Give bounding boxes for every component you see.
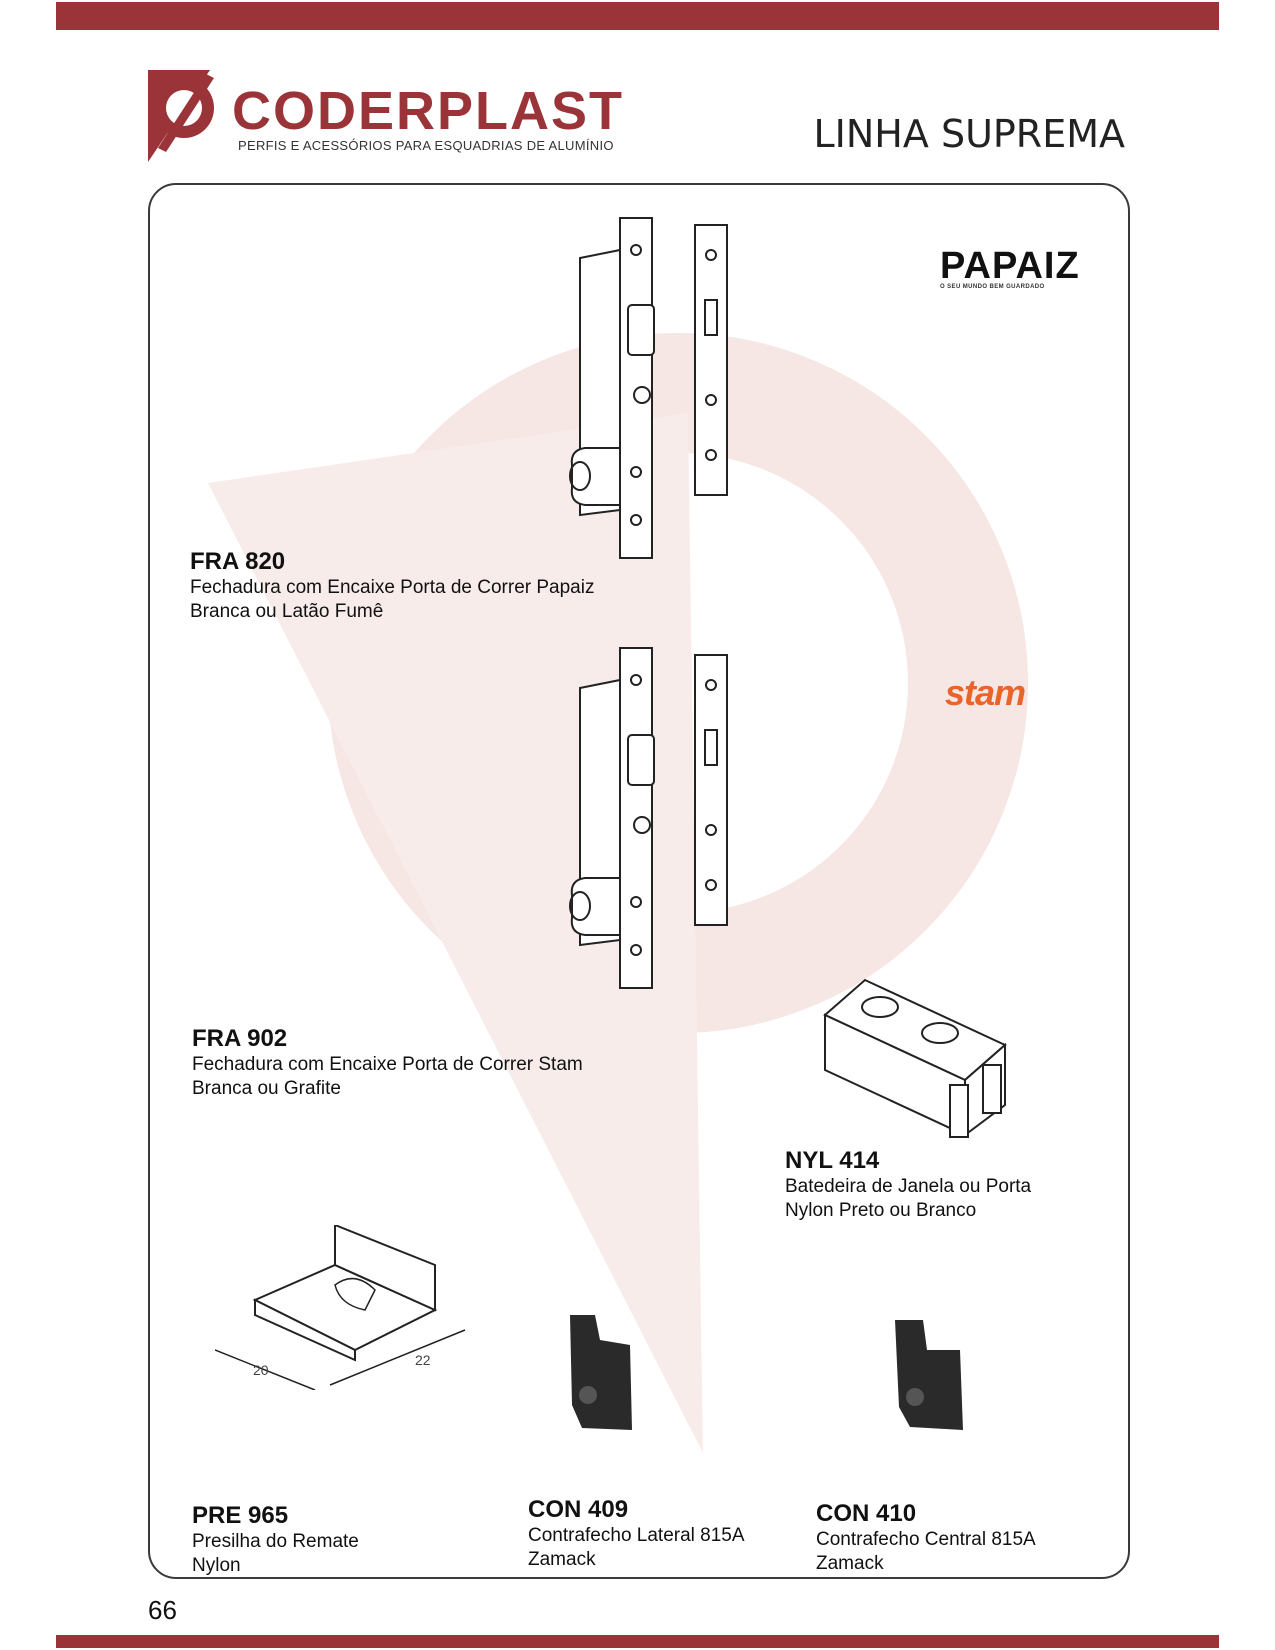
pre965-dim-a: 20 bbox=[253, 1362, 269, 1378]
product-con410: CON 410 Contrafecho Central 815A Zamack bbox=[816, 1500, 1036, 1576]
product-code: FRA 902 bbox=[192, 1025, 288, 1052]
coderplast-logo-icon bbox=[148, 70, 214, 162]
papaiz-logo: PAPAIZ O SEU MUNDO BEM GUARDADO bbox=[940, 245, 1080, 290]
brand-tagline: PERFIS E ACESSÓRIOS PARA ESQUADRIAS DE A… bbox=[238, 138, 614, 153]
product-code: FRA 820 bbox=[190, 548, 286, 575]
content-frame bbox=[148, 183, 1130, 1579]
nyl414-block-icon bbox=[823, 978, 1007, 1138]
product-nyl414: NYL 414 Batedeira de Janela ou Porta Nyl… bbox=[785, 1147, 1031, 1223]
product-desc-1: Presilha do Remate bbox=[192, 1531, 359, 1552]
product-code: PRE 965 bbox=[192, 1502, 289, 1529]
top-accent-bar bbox=[56, 2, 1219, 30]
papaiz-tagline: O SEU MUNDO BEM GUARDADO bbox=[940, 284, 1045, 290]
product-pre965: PRE 965 Presilha do Remate Nylon bbox=[192, 1502, 359, 1578]
product-desc-1: Fechadura com Encaixe Porta de Correr St… bbox=[192, 1054, 583, 1075]
product-desc-2: Zamack bbox=[816, 1553, 884, 1574]
product-code: NYL 414 bbox=[785, 1147, 880, 1174]
product-desc-1: Contrafecho Central 815A bbox=[816, 1529, 1036, 1550]
con409-bracket-icon bbox=[570, 1315, 632, 1430]
product-desc-2: Zamack bbox=[528, 1549, 596, 1570]
watermark-logo-icon bbox=[208, 333, 1028, 1453]
pre965-dim-b: 22 bbox=[415, 1352, 431, 1368]
stam-name: stam bbox=[945, 672, 1026, 713]
product-desc-1: Fechadura com Encaixe Porta de Correr Pa… bbox=[190, 577, 595, 598]
product-fra902: FRA 902 Fechadura com Encaixe Porta de C… bbox=[192, 1025, 583, 1101]
product-desc-1: Batedeira de Janela ou Porta bbox=[785, 1176, 1032, 1197]
pre965-clip-icon: 20 22 bbox=[215, 1225, 466, 1390]
papaiz-name: PAPAIZ bbox=[940, 245, 1080, 287]
product-con409: CON 409 Contrafecho Lateral 815A Zamack bbox=[528, 1496, 745, 1572]
product-desc-1: Contrafecho Lateral 815A bbox=[528, 1525, 745, 1546]
product-code: CON 409 bbox=[528, 1496, 629, 1523]
product-desc-2: Branca ou Grafite bbox=[192, 1078, 341, 1099]
product-desc-2: Nylon Preto ou Branco bbox=[785, 1200, 977, 1221]
product-desc-2: Nylon bbox=[192, 1555, 241, 1576]
product-fra820: FRA 820 Fechadura com Encaixe Porta de C… bbox=[190, 548, 594, 624]
fra902-lock-icon bbox=[569, 647, 728, 989]
fra820-lock-icon bbox=[569, 217, 728, 559]
brand-name: CODERPLAST bbox=[232, 81, 625, 141]
bottom-accent-bar bbox=[56, 1635, 1219, 1648]
line-title: LINHA SUPREMA bbox=[813, 112, 1126, 156]
page-number: 66 bbox=[148, 1595, 177, 1625]
con410-bracket-icon bbox=[895, 1320, 963, 1430]
product-desc-2: Branca ou Latão Fumê bbox=[190, 601, 384, 622]
stam-logo: stam bbox=[945, 672, 1026, 714]
product-code: CON 410 bbox=[816, 1500, 917, 1527]
